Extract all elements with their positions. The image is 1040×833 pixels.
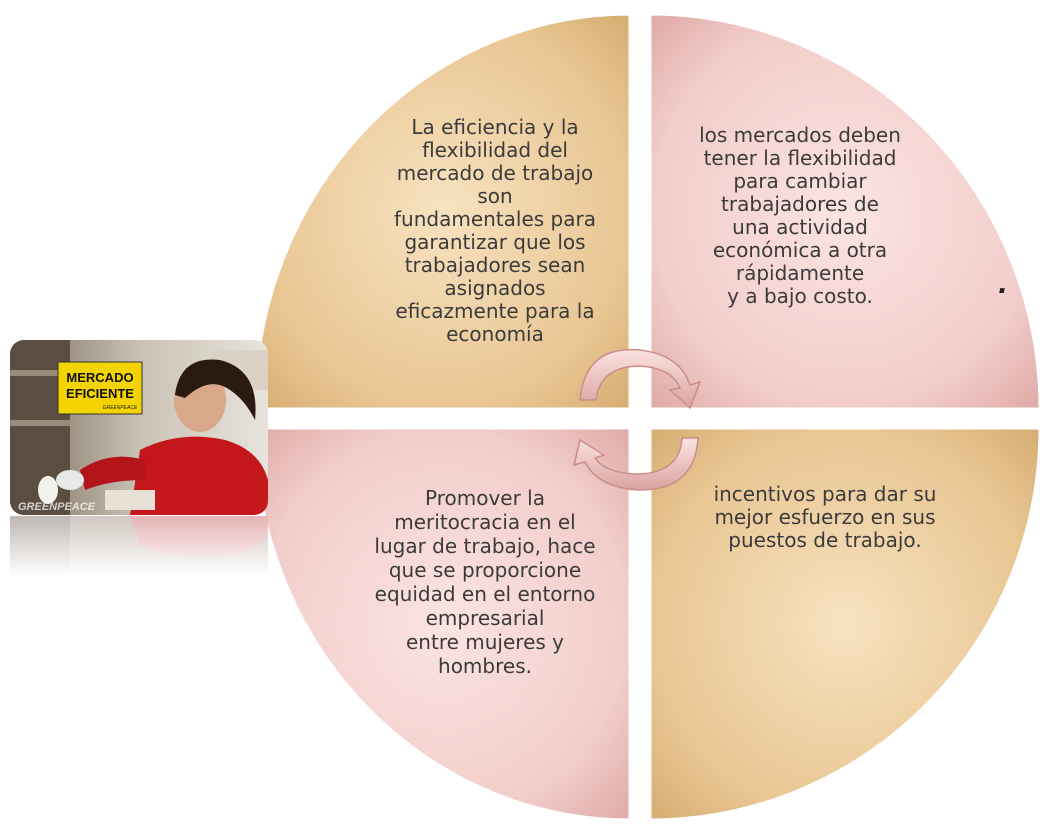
dot-mark: . <box>998 270 1008 300</box>
quadrant-top-right-text: los mercados deben tener la flexibilidad… <box>699 123 901 308</box>
person-jacket <box>130 436 268 515</box>
photo-reflection <box>10 516 268 576</box>
light-bulb <box>38 476 58 504</box>
cycle-arrow-upper <box>579 348 702 410</box>
quadrant-top-left-text: La eficiencia y la flexibilidad del merc… <box>394 115 596 346</box>
quadrant-top-right <box>648 12 1040 411</box>
quadrant-bottom-right-text: incentivos para dar su mejor esfuerzo en… <box>713 482 937 552</box>
sign-line-2: EFICIENTE <box>66 386 134 401</box>
market-sign <box>57 361 143 415</box>
quadrant-bottom-right <box>648 426 1040 822</box>
sign-small-text: GREENPEACE <box>103 405 138 411</box>
cycle-arrow-lower <box>572 437 699 491</box>
quadrant-bottom-left-text: Promover la meritocracia en el lugar de … <box>374 486 596 678</box>
sign-line-1: MERCADO <box>66 370 133 385</box>
quadrant-top-left <box>253 12 632 411</box>
market-photo: MERCADO EFICIENTE GREENPEACE GREENPEACE <box>10 340 268 515</box>
photo-watermark: GREENPEACE <box>18 501 96 513</box>
